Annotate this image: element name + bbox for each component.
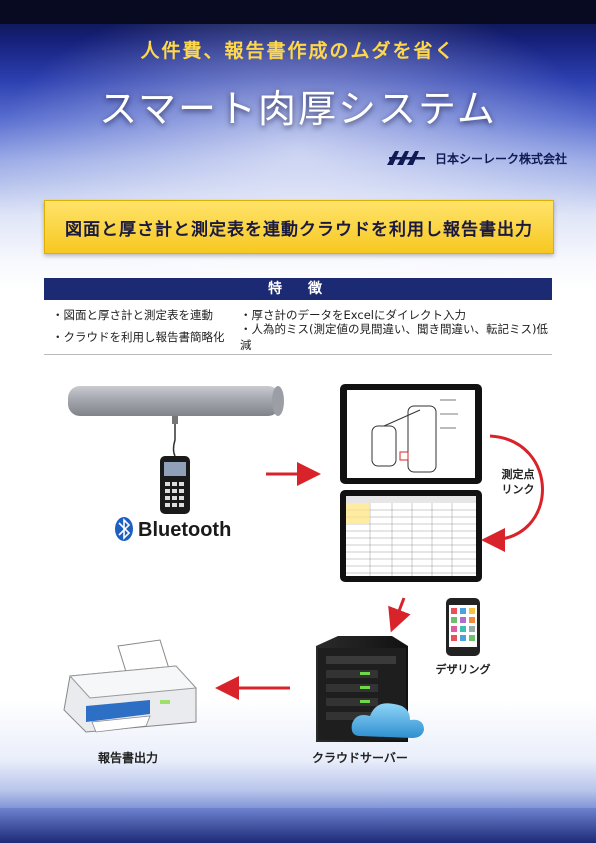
cloud-icon — [351, 703, 424, 738]
features-row: ・図面と厚さ計と測定表を連動 ・厚さ計のデータをExcelにダイレクト入力 — [52, 304, 552, 326]
tablet-table-icon — [340, 490, 482, 582]
printer-icon — [63, 639, 198, 733]
link-label-line1: 測定点 — [502, 467, 535, 481]
link-arrow-icon — [481, 434, 544, 552]
report-output-label: 報告書出力 — [98, 750, 158, 765]
tablet-drawing-icon — [340, 384, 482, 484]
feature-item: ・図面と厚さ計と測定表を連動 — [52, 308, 213, 322]
feature-item: ・人為的ミス(測定値の見間違い、聞き間違い、転記ミス)低減 — [240, 322, 548, 352]
tethering-label: デザリング — [436, 662, 491, 676]
company-logo-mark — [387, 151, 425, 165]
features-heading: 特 徴 — [44, 278, 552, 300]
pipe-icon — [68, 386, 284, 416]
server-icon — [316, 636, 408, 742]
bluetooth-label: Bluetooth — [138, 519, 231, 541]
page-title: スマート肉厚システム — [99, 87, 497, 131]
summary-banner: 図面と厚さ計と測定表を連動クラウドを利用し報告書出力 — [44, 200, 554, 254]
company-logo: 日本シーレーク株式会社 — [385, 148, 567, 168]
gauge-device-icon — [160, 416, 190, 514]
features-list: ・図面と厚さ計と測定表を連動 ・厚さ計のデータをExcelにダイレクト入力 ・ク… — [52, 304, 552, 352]
feature-item: ・クラウドを利用し報告書簡略化 — [52, 330, 225, 344]
company-name: 日本シーレーク株式会社 — [435, 151, 568, 166]
smartphone-icon — [446, 598, 480, 656]
divider — [44, 354, 552, 355]
tagline: 人件費、報告書作成のムダを省く — [140, 40, 456, 62]
arrow-icon — [388, 597, 411, 633]
features-row: ・クラウドを利用し報告書簡略化 ・人為的ミス(測定値の見間違い、聞き間違い、転記… — [52, 322, 552, 352]
footer-band — [0, 808, 596, 843]
system-diagram: Bluetooth — [0, 370, 596, 770]
link-label-line2: リンク — [502, 483, 535, 496]
system-diagram-svg: Bluetooth — [63, 384, 544, 765]
top-bar — [0, 0, 596, 24]
cloud-server-label: クラウドサーバー — [312, 751, 408, 765]
summary-banner-text: 図面と厚さ計と測定表を連動クラウドを利用し報告書出力 — [65, 219, 533, 240]
bluetooth-icon — [115, 517, 133, 541]
feature-item: ・厚さ計のデータをExcelにダイレクト入力 — [240, 308, 466, 322]
